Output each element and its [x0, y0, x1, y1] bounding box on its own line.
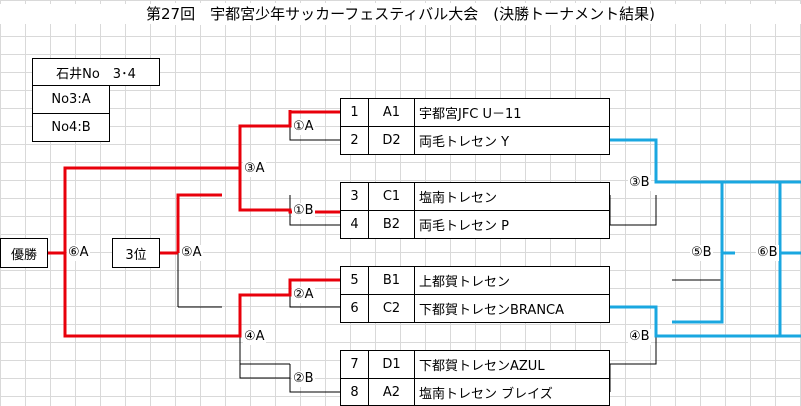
- referee-box-court-a: No3:A: [32, 85, 110, 114]
- match-label-1b: ①B: [292, 203, 315, 219]
- team-seed: A2: [368, 378, 414, 406]
- match-label-2a: ②A: [292, 287, 315, 303]
- team-number: 7: [340, 350, 368, 379]
- match-label-2b: ②B: [292, 371, 315, 387]
- match-label-5b: ⑤B: [690, 245, 713, 261]
- champion-box: 優勝: [0, 238, 48, 268]
- team-name: 両毛トレセン Y: [414, 126, 610, 155]
- team-seed: D2: [368, 126, 414, 155]
- team-seed: C1: [368, 182, 414, 211]
- team-seed: A1: [368, 98, 414, 127]
- bracket-line-m2b-loser: [289, 364, 340, 393]
- team-name: 下都賀トレセンAZUL: [414, 350, 610, 379]
- blue-line-m5b-lower: [672, 253, 724, 324]
- referee-box-court-b: No4:B: [32, 113, 110, 142]
- team-seed: D1: [368, 350, 414, 379]
- red-line-m1a: [240, 110, 292, 128]
- bracket-red-lines: [48, 110, 340, 338]
- team-number: 8: [340, 378, 368, 406]
- match-label-3a: ③A: [243, 161, 266, 177]
- team-name: 塩南トレセン ブレイズ: [414, 378, 610, 406]
- team-name: 上都賀トレセン: [414, 266, 610, 295]
- team-name: 下都賀トレセンBRANCA: [414, 294, 610, 323]
- team-name: 塩南トレセン: [414, 182, 610, 211]
- team-name: 宇都宮JFC U－11: [414, 98, 610, 127]
- match-label-6a: ⑥A: [67, 245, 90, 261]
- third-place-box: 3位: [112, 238, 160, 268]
- team-seed: B1: [368, 266, 414, 295]
- page-title: 第27回 宇都宮少年サッカーフェスティバル大会 (決勝トーナメント結果): [0, 4, 801, 24]
- blue-line-m6b: [778, 182, 801, 255]
- bracket-line-m3b-lower: [610, 195, 657, 226]
- team-number: 3: [340, 182, 368, 211]
- match-label-5a: ⑤A: [180, 245, 203, 261]
- team-number: 2: [340, 126, 368, 155]
- match-label-4b: ④B: [628, 329, 651, 345]
- bracket-line-m4b-lower: [609, 307, 657, 392]
- team-seed: C2: [368, 294, 414, 323]
- team-name: 両毛トレセン P: [414, 210, 610, 239]
- bracket-line-m4a-lower: [239, 336, 290, 379]
- red-line-3rd-upper: [176, 193, 222, 253]
- match-label-4a: ④A: [243, 329, 266, 345]
- team-number: 6: [340, 294, 368, 323]
- team-seed: B2: [368, 210, 414, 239]
- team-number: 4: [340, 210, 368, 239]
- team-number: 1: [340, 98, 368, 127]
- match-label-6b: ⑥B: [756, 245, 779, 261]
- red-line-m3a: [63, 166, 240, 253]
- bracket-blue-lines: [610, 138, 801, 338]
- match-label-3b: ③B: [628, 175, 651, 191]
- match-label-1a: ①A: [292, 119, 315, 135]
- team-number: 5: [340, 266, 368, 295]
- blue-line-m3b: [610, 138, 735, 255]
- referee-box-header: 石井No 3･4: [32, 58, 160, 86]
- bracket-line-m1b: [289, 195, 340, 226]
- bracket-black-lines: [177, 110, 723, 393]
- blue-line-m4b: [610, 305, 801, 338]
- red-line-m4a: [63, 253, 340, 338]
